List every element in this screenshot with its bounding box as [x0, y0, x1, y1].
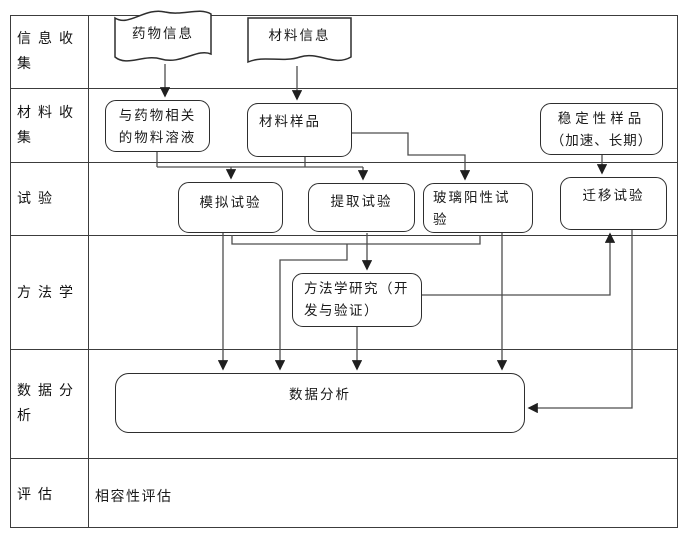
- node-label: 验: [433, 212, 449, 227]
- edge-collector-top: [156, 152, 363, 168]
- row-divider-2: [10, 162, 678, 164]
- tape-shape: [114, 10, 212, 62]
- edge-collector-to-analysis: [274, 244, 348, 371]
- node-simulation-test: 模拟试验: [178, 182, 283, 233]
- stage-label-evaluation: 评估: [17, 486, 59, 502]
- node-label: 的物料溶液: [118, 130, 197, 145]
- node-material-sample: 材料样品: [247, 103, 352, 157]
- row-divider-3: [10, 235, 678, 237]
- node-label: （加速、长期）: [550, 133, 653, 148]
- node-label: 材料信息: [268, 28, 331, 43]
- stage-label-test: 试验: [17, 190, 59, 206]
- stage-label-material-collection: 材料收集: [17, 104, 80, 145]
- node-methodology-study: 方法学研究（开 发与验证）: [292, 273, 422, 327]
- stage-label-data-analysis: 数据分析: [17, 382, 80, 423]
- row-divider-5: [10, 458, 678, 460]
- edge-sample-to-glass: [352, 132, 471, 181]
- edge-collector-mid: [231, 235, 481, 245]
- node-label: 发与验证）: [304, 303, 379, 318]
- node-glass-positive-test: 玻璃阳性试 验: [423, 183, 533, 233]
- row-divider-1: [10, 88, 678, 90]
- node-migration-test: 迁移试验: [560, 177, 667, 230]
- node-stability-sample: 稳定性样品 （加速、长期）: [540, 103, 663, 155]
- node-material-info: 材料信息: [247, 17, 352, 68]
- stage-label-information-collection: 信息收集: [17, 30, 80, 71]
- node-drug-info: 药物信息: [113, 6, 213, 66]
- table-column-divider: [88, 15, 90, 528]
- edge-migration-to-analysis: [527, 230, 633, 414]
- node-label: 数据分析: [289, 387, 351, 402]
- node-label: 方法学研究（开: [304, 281, 409, 296]
- node-label: 材料样品: [259, 114, 321, 129]
- stage-label-methodology: 方法学: [17, 284, 80, 300]
- edge-methodology-to-migration: [422, 232, 616, 296]
- node-label: 稳定性样品: [557, 111, 646, 126]
- document-shape: [247, 17, 352, 64]
- node-data-analysis: 数据分析: [115, 373, 525, 433]
- table-outer-border: [10, 15, 678, 528]
- node-compatibility-evaluation: 相容性评估: [95, 488, 173, 504]
- node-label: 迁移试验: [582, 188, 645, 203]
- node-label: 模拟试验: [199, 195, 262, 210]
- node-extraction-test: 提取试验: [308, 183, 415, 232]
- node-drug-solution: 与药物相关 的物料溶液: [105, 100, 210, 152]
- row-divider-4: [10, 349, 678, 351]
- node-label: 玻璃阳性试: [433, 190, 511, 205]
- node-label: 药物信息: [132, 26, 194, 41]
- node-label: 与药物相关: [118, 108, 197, 123]
- node-label: 提取试验: [330, 194, 393, 209]
